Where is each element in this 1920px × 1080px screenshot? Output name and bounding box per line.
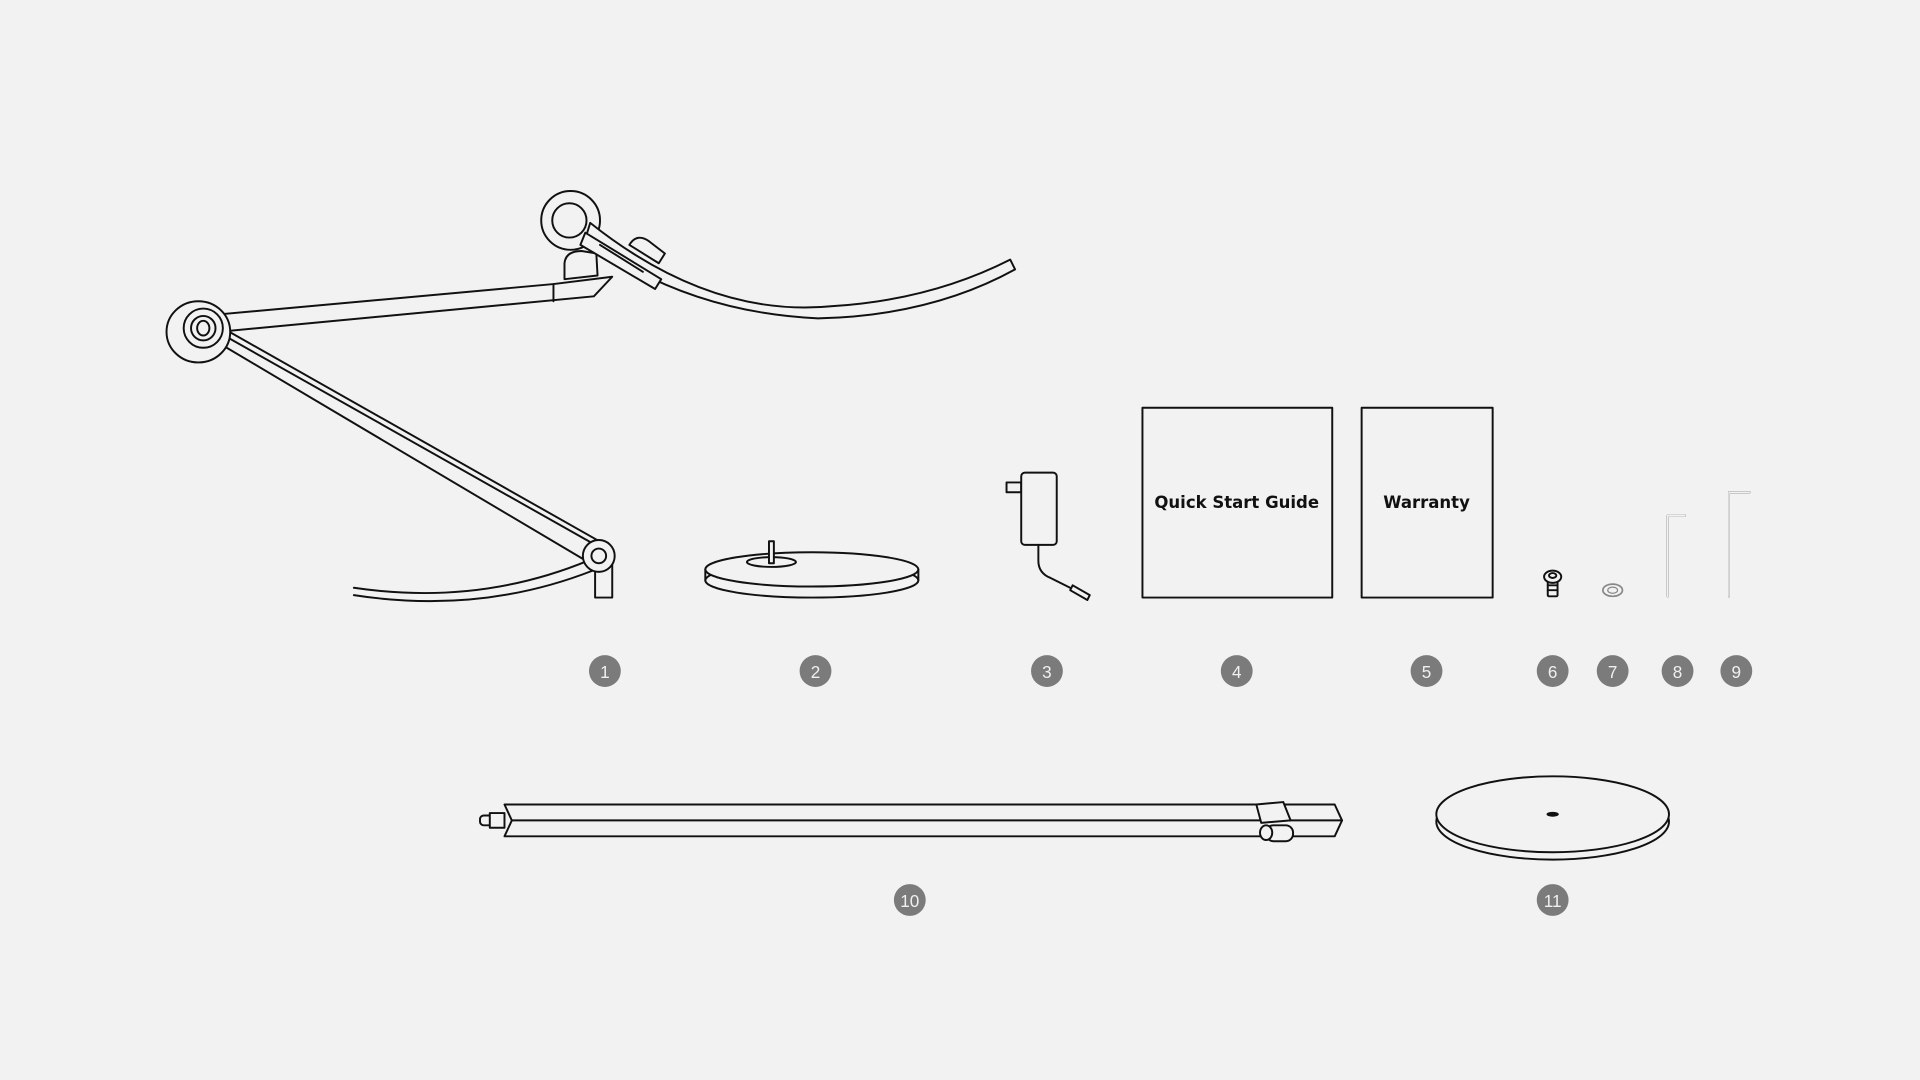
badge-6: 6: [1536, 655, 1569, 687]
badge-label: 6: [1548, 662, 1558, 682]
warranty-card: Warranty: [1360, 406, 1494, 599]
power-adapter: [1005, 471, 1091, 601]
badge-label: 7: [1608, 662, 1618, 682]
badge-label: 11: [1544, 891, 1562, 911]
warranty-label: Warranty: [1383, 493, 1470, 512]
badge-3: 3: [1031, 655, 1063, 687]
spring-washer: [1602, 583, 1624, 598]
badge-label: 2: [811, 662, 821, 682]
hex-key-small: [1666, 514, 1686, 598]
quick-start-guide: Quick Start Guide: [1141, 406, 1334, 599]
badge-5: 5: [1410, 655, 1443, 687]
badge-label: 3: [1042, 662, 1052, 682]
badge-1: 1: [588, 655, 621, 687]
badge-label: 4: [1232, 662, 1242, 682]
hex-key-large: [1728, 491, 1751, 598]
badge-label: 9: [1732, 662, 1742, 682]
badge-7: 7: [1596, 655, 1629, 687]
badge-8: 8: [1661, 655, 1694, 687]
lamp-pole: [479, 801, 1344, 843]
badge-9: 9: [1720, 655, 1753, 687]
screw: [1543, 569, 1563, 598]
lamp-arm-assembly: [165, 190, 1017, 603]
desk-base: [704, 540, 920, 599]
badge-4: 4: [1220, 655, 1253, 687]
badge-label: 8: [1673, 662, 1683, 682]
badge-label: 1: [600, 662, 610, 682]
badge-label: 10: [900, 891, 919, 911]
badge-2: 2: [799, 655, 832, 687]
badge-10: 10: [893, 884, 926, 916]
badge-11: 11: [1536, 884, 1569, 916]
floor-base: [1435, 775, 1670, 861]
badge-label: 5: [1422, 662, 1432, 682]
quick-start-guide-label: Quick Start Guide: [1154, 493, 1319, 512]
